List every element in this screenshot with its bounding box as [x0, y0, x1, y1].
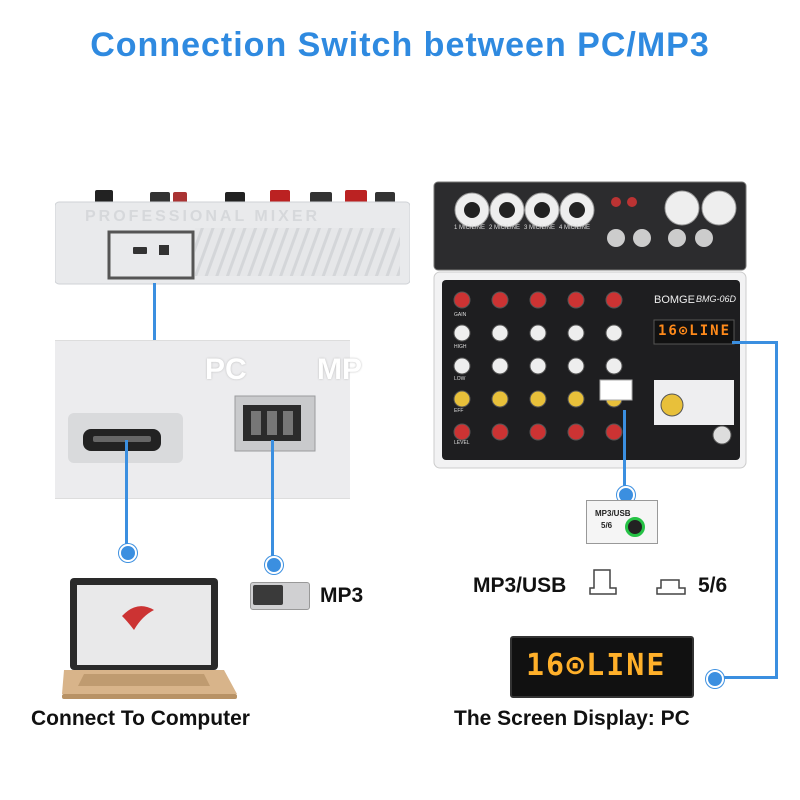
- switch-down-icon: [655, 576, 687, 596]
- mixer-knob: [453, 357, 471, 375]
- screen-display-text: 16⊙LINE: [526, 648, 667, 683]
- channel-label: 2 MIC/LINE: [489, 225, 521, 231]
- port-label-pc: PC: [205, 353, 247, 386]
- mixer-knob: [491, 291, 509, 309]
- knob-row-label: GAIN: [454, 312, 467, 318]
- mode-callout: MP3/USB 5/6: [586, 500, 658, 544]
- mixer-knob: [529, 423, 547, 441]
- mixer-knob: [567, 390, 585, 408]
- mixer-knob: [453, 423, 471, 441]
- mixer-knob: [529, 324, 547, 342]
- mixer-back-image: PROFESSIONAL MIXER: [54, 190, 411, 285]
- mixer-display: 16⊙LINE: [658, 323, 732, 339]
- connector-line: [125, 440, 128, 550]
- mixer-top-text: PROFESSIONAL MIXER: [85, 208, 321, 225]
- knob-row-label: LOW: [454, 376, 466, 382]
- callout-line2: 5/6: [601, 521, 613, 530]
- connector-line: [712, 676, 778, 679]
- knob-row-label: HIGH: [454, 344, 467, 350]
- mp3-switch-icon: [250, 582, 310, 610]
- mixer-knob: [529, 291, 547, 309]
- screen-display: 16⊙LINE: [510, 636, 694, 698]
- mixer-knob: [605, 324, 623, 342]
- mixer-knob: [453, 324, 471, 342]
- mp3-switch-label: MP3: [320, 584, 364, 607]
- port-label-mp3: MP: [317, 353, 362, 386]
- connector-line: [623, 410, 626, 492]
- connector-line: [271, 440, 274, 560]
- mixer-knob: [605, 423, 623, 441]
- mixer-knob: [567, 324, 585, 342]
- channel-label: 1 MIC/LINE: [454, 225, 486, 231]
- ports-closeup-image: PC MP: [55, 340, 362, 499]
- callout-jack-icon: [625, 517, 645, 537]
- mixer-knob: [605, 357, 623, 375]
- mixer-knob: [567, 357, 585, 375]
- connector-dot: [265, 556, 283, 574]
- mode-mp3usb-label: MP3/USB: [473, 574, 567, 597]
- mixer-knob: [605, 291, 623, 309]
- mixer-knob: [453, 390, 471, 408]
- mixer-knob: [529, 357, 547, 375]
- connector-line: [775, 341, 778, 679]
- knob-row-label: LEVEL: [454, 440, 470, 446]
- mixer-knob: [453, 291, 471, 309]
- callout-line1: MP3/USB: [595, 509, 631, 518]
- connector-line: [153, 283, 156, 347]
- left-caption: Connect To Computer: [31, 707, 250, 730]
- mixer-knob: [567, 291, 585, 309]
- mixer-knob: [491, 423, 509, 441]
- mixer-knob: [491, 390, 509, 408]
- connector-dot: [706, 670, 724, 688]
- mixer-front-image: BOMGE BMG-06D 16⊙LINE 1 MIC/LINE 2 MIC/L…: [432, 180, 750, 470]
- channel-label: 3 MIC/LINE: [524, 225, 556, 231]
- mixer-knob: [529, 390, 547, 408]
- connector-dot: [119, 544, 137, 562]
- connector-line: [732, 341, 778, 344]
- channel-label: 4 MIC/LINE: [559, 225, 591, 231]
- brand-label: BOMGE: [654, 294, 695, 306]
- mixer-knob: [491, 324, 509, 342]
- laptop-icon: [62, 578, 237, 700]
- mixer-knob: [491, 357, 509, 375]
- model-label: BMG-06D: [696, 294, 737, 304]
- page-title: Connection Switch between PC/MP3: [90, 26, 710, 64]
- right-caption: The Screen Display: PC: [454, 707, 690, 730]
- mode-56-label: 5/6: [698, 574, 728, 597]
- knob-row-label: EFF: [454, 408, 464, 414]
- switch-up-icon: [588, 568, 618, 596]
- mixer-knob: [567, 423, 585, 441]
